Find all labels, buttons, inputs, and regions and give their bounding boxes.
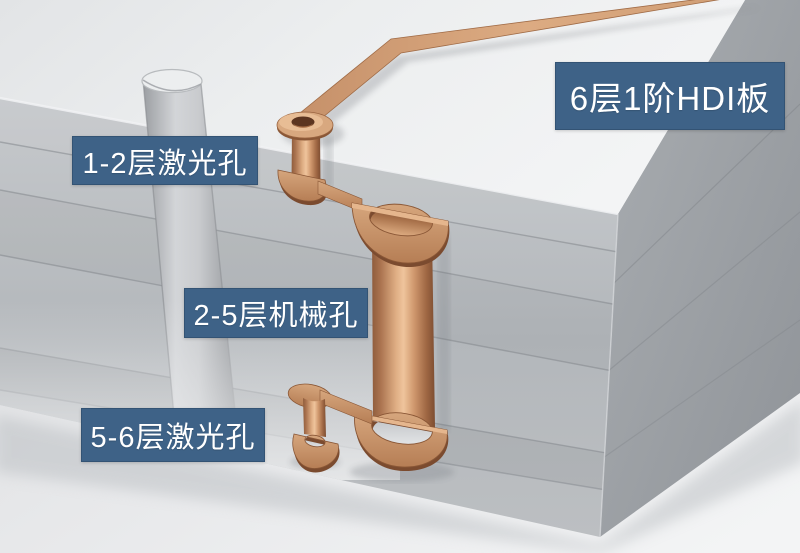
corner-edge <box>599 213 619 538</box>
mechanical-hole-2-5 <box>351 202 450 472</box>
hole25-bottom-pad <box>354 412 448 468</box>
laser-via-5-6 <box>287 383 373 473</box>
hole25-barrel <box>372 227 435 428</box>
hole25-top-pad-ledge <box>352 203 448 226</box>
label-laser-via-5-6: 5-6层激光孔 <box>81 408 265 462</box>
groove-rim <box>141 68 203 94</box>
board-right-face <box>600 0 800 537</box>
via12-hole <box>291 116 315 128</box>
label-board-type: 6层1阶HDI板 <box>555 62 785 130</box>
label-laser-via-1-2: 1-2层激光孔 <box>72 136 258 185</box>
label-board-type-text: 6层1阶HDI板 <box>569 80 771 117</box>
board-top-face <box>0 0 745 214</box>
label-laser-via-5-6-text: 5-6层激光孔 <box>90 422 256 454</box>
via12-hole-inner-wall <box>292 123 314 128</box>
laser-via-1-2 <box>276 111 363 213</box>
label-mech-hole-2-5: 2-5层机械孔 <box>184 288 368 338</box>
label-mech-hole-2-5-text: 2-5层机械孔 <box>193 300 359 332</box>
via56-trace-l5 <box>319 389 373 425</box>
via12-barrel <box>291 128 321 188</box>
via56-barrel <box>303 398 326 437</box>
floor-shadow <box>0 401 800 553</box>
via56-bottom-pad <box>292 433 339 469</box>
hole25-top-pad <box>351 202 449 264</box>
hole25-bottom-pad-ledge <box>355 413 447 434</box>
label-laser-via-1-2-text: 1-2层激光孔 <box>82 147 248 180</box>
